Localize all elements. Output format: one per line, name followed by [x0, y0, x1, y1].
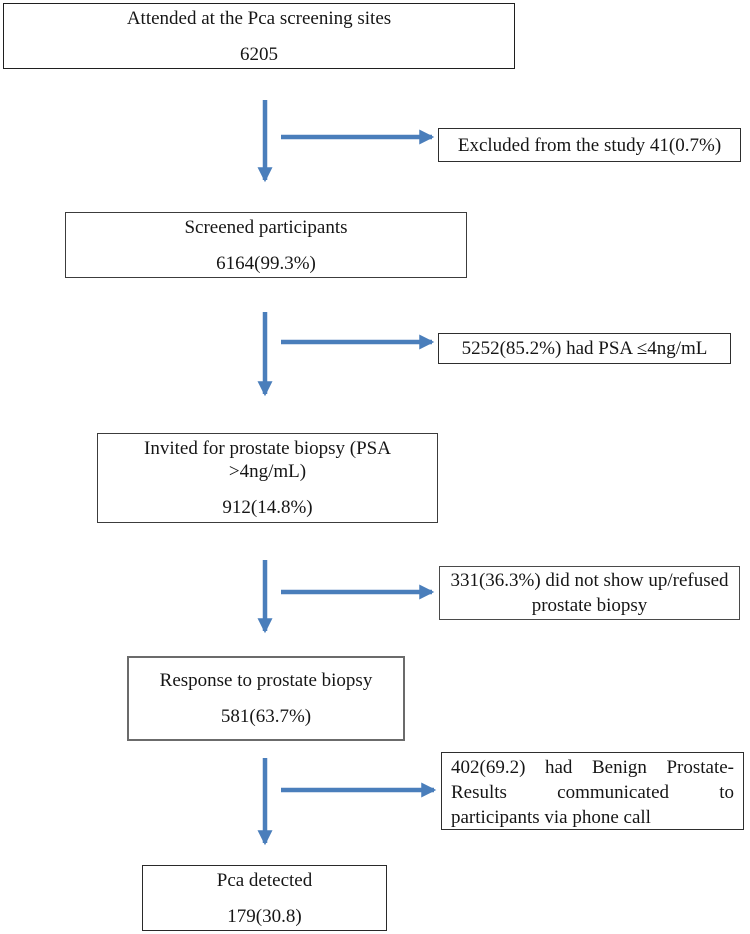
flow-box-value: 912(14.8%): [222, 497, 313, 518]
flow-box-value: 6164(99.3%): [216, 252, 316, 274]
side-box-psa-low: 5252(85.2%) had PSA ≤4ng/mL: [438, 333, 731, 364]
flow-box-label: Response to prostate biopsy: [159, 670, 373, 691]
flow-box-value: 6205: [240, 43, 278, 65]
flow-box-attended: Attended at the Pca screening sites 6205: [3, 3, 515, 69]
side-box-excluded: Excluded from the study 41(0.7%): [438, 128, 741, 162]
flow-box-value: 581(63.7%): [220, 706, 312, 727]
flow-box-label: Pca detected: [216, 869, 313, 891]
flow-box-detected: Pca detected 179(30.8): [142, 865, 387, 931]
flow-box-label: Invited for prostate biopsy (PSA >4ng/mL…: [144, 438, 391, 482]
flow-box-value: 179(30.8): [227, 905, 302, 927]
side-box-no-show: 331(36.3%) did not show up/refused prost…: [439, 566, 740, 620]
flow-box-response: Response to prostate biopsy 581(63.7%): [127, 656, 405, 741]
side-box-benign: 402(69.2) had Benign Prostate-Results co…: [441, 752, 744, 830]
flow-box-screened: Screened participants 6164(99.3%): [65, 212, 467, 278]
flow-box-label: Screened participants: [184, 216, 348, 238]
flow-box-invited: Invited for prostate biopsy (PSA >4ng/mL…: [97, 433, 438, 523]
flow-box-label: Attended at the Pca screening sites: [126, 7, 392, 29]
